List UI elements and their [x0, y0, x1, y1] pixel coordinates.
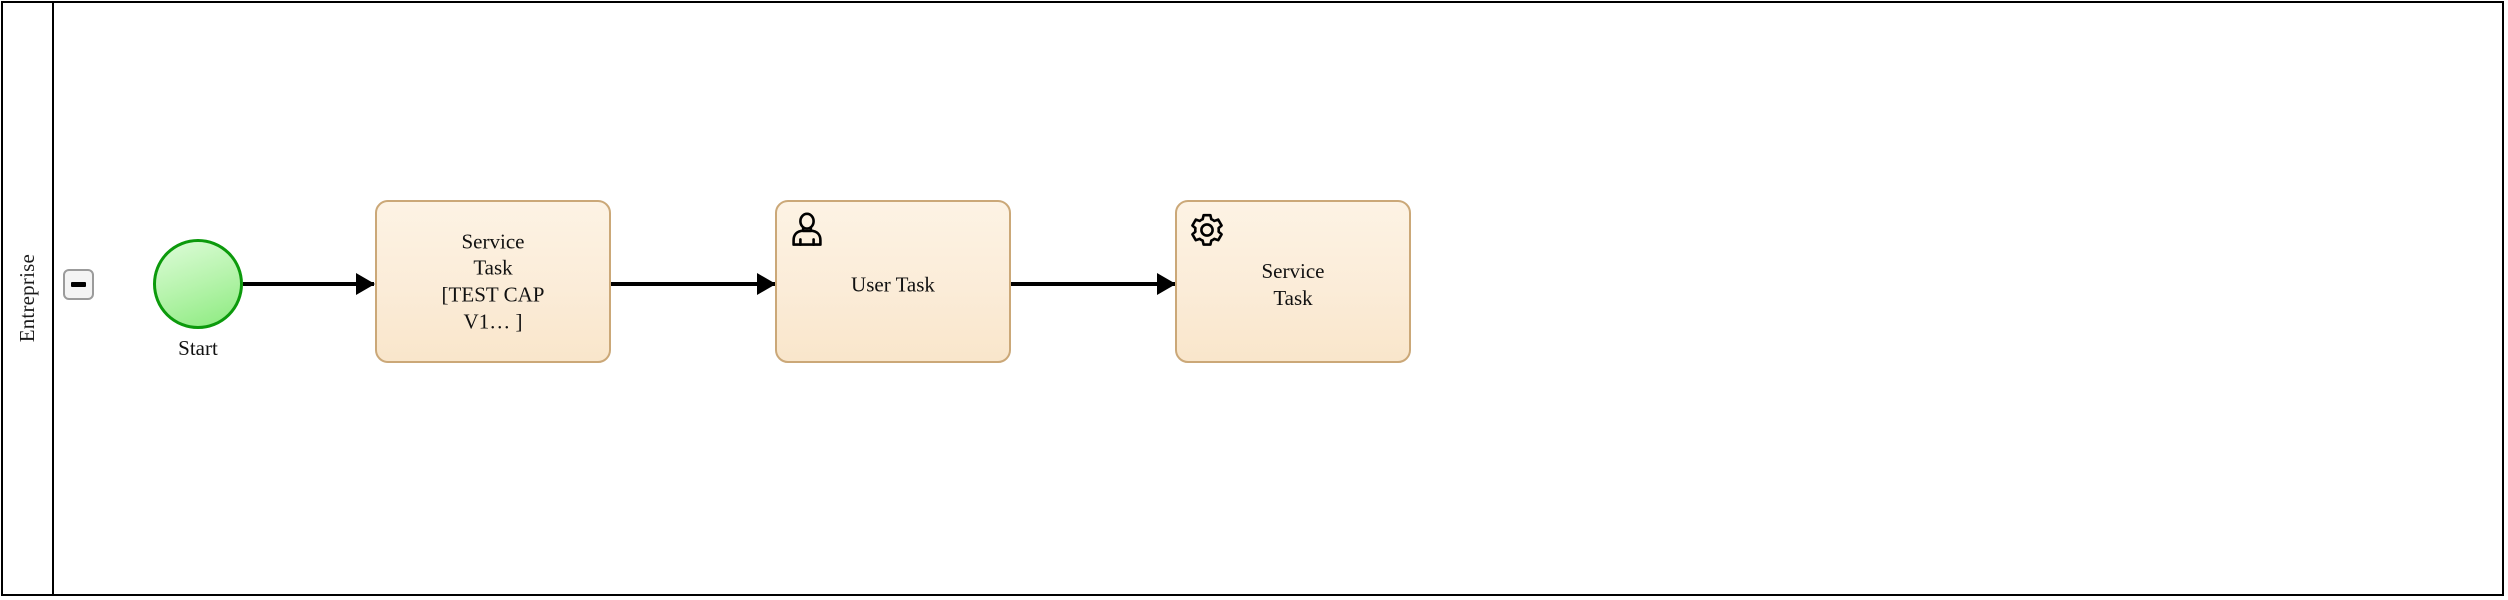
arrowhead-icon — [356, 273, 375, 295]
minus-icon — [71, 282, 86, 287]
collapse-lane-button[interactable] — [63, 269, 94, 300]
lane-label: Entreprise — [15, 254, 39, 343]
sequence-flow-start-to-task1[interactable] — [243, 273, 375, 295]
sequence-flow-task1-to-task2[interactable] — [611, 273, 776, 295]
start-event-label: Start — [178, 336, 218, 360]
service-task-test-cap[interactable]: Service Task [TEST CAP V1… ] — [375, 200, 611, 363]
task-label: Service Task [TEST CAP V1… ] — [441, 228, 545, 334]
arrowhead-icon — [757, 273, 776, 295]
gear-icon — [1188, 211, 1226, 249]
service-task[interactable]: Service Task — [1175, 200, 1411, 363]
sequence-flow-task2-to-task3[interactable] — [1011, 273, 1176, 295]
user-icon — [788, 211, 826, 249]
task-label: Service Task — [1261, 258, 1325, 310]
start-event[interactable] — [153, 239, 243, 329]
lane-header[interactable]: Entreprise — [3, 3, 54, 594]
user-task[interactable]: User Task — [775, 200, 1011, 363]
task-label: User Task — [851, 272, 935, 297]
arrowhead-icon — [1157, 273, 1176, 295]
